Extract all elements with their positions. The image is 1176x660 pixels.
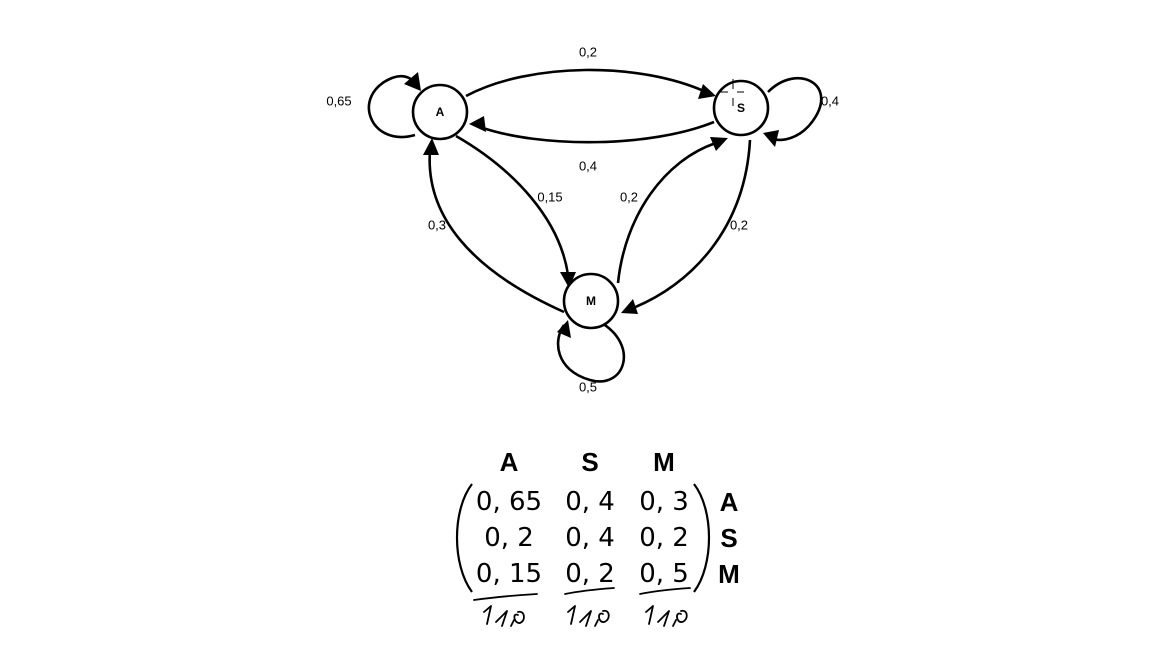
handwritten-sum xyxy=(567,605,610,627)
matrix-cell: 0, 3 xyxy=(639,487,689,517)
edge-label-a-a: 0,65 xyxy=(326,94,351,109)
arrowhead-m-s xyxy=(710,137,728,151)
edge-label-m-m: 0,5 xyxy=(579,380,597,395)
matrix-cell: 0, 4 xyxy=(565,523,615,553)
transition-matrix: A S M 0, 65 0, 4 0, 3 0, 2 0, 4 0, 2 0, … xyxy=(455,447,740,627)
arrowhead-s-s xyxy=(763,130,779,147)
sum-underline xyxy=(564,587,615,595)
node-m-label: M xyxy=(586,294,596,308)
matrix-col-header-a: A xyxy=(500,447,519,477)
node-a: A xyxy=(411,83,469,141)
node-a-circle xyxy=(411,83,469,141)
edge-label-a-s: 0,2 xyxy=(579,45,597,60)
arrowhead-s-a xyxy=(469,116,486,132)
edge-label-s-a: 0,4 xyxy=(579,159,597,174)
edge-label-s-m: 0,2 xyxy=(730,218,748,233)
arrowhead-a-s xyxy=(698,84,716,99)
matrix-right-bracket xyxy=(693,483,711,593)
handwritten-sum xyxy=(645,605,688,627)
node-s-circle xyxy=(712,79,770,137)
edge-label-s-s: 0,4 xyxy=(821,94,839,109)
arrowhead-m-a xyxy=(423,138,439,155)
edge-m-m xyxy=(556,320,626,383)
node-s-label: S xyxy=(737,101,745,115)
edge-s-s xyxy=(767,76,823,142)
sum-underline xyxy=(473,593,538,601)
arrowhead-a-a xyxy=(404,72,421,91)
matrix-cell: 0, 65 xyxy=(476,487,542,517)
matrix-row-header-m: M xyxy=(718,559,740,589)
matrix-row-header-a: A xyxy=(720,487,739,517)
edge-label-m-s: 0,2 xyxy=(620,190,638,205)
node-m: M xyxy=(562,272,620,330)
matrix-col-header-s: S xyxy=(581,447,598,477)
handwritten-sum xyxy=(483,605,525,627)
column-sum-2 xyxy=(564,587,615,627)
matrix-left-bracket xyxy=(455,483,473,593)
edge-s-m xyxy=(632,139,752,310)
matrix-cell: 0, 2 xyxy=(484,523,534,553)
arrowhead-a-m xyxy=(560,272,576,288)
arrowhead-s-m xyxy=(621,299,638,314)
edge-label-a-m: 0,15 xyxy=(537,190,562,205)
arrowhead-m-m xyxy=(557,320,571,338)
column-sum-1 xyxy=(473,593,538,627)
sum-underline xyxy=(639,587,691,595)
matrix-cell: 0, 2 xyxy=(565,559,615,589)
edge-m-a xyxy=(428,149,565,314)
node-s: S xyxy=(712,79,770,137)
column-sum-3 xyxy=(639,587,691,627)
matrix-cell: 0, 5 xyxy=(639,559,689,589)
edge-a-s xyxy=(465,68,707,98)
node-a-label: A xyxy=(436,105,445,119)
matrix-cell: 0, 4 xyxy=(565,487,615,517)
matrix-row-header-s: S xyxy=(720,523,737,553)
node-m-circle xyxy=(562,272,620,330)
matrix-cell: 0, 15 xyxy=(476,559,542,589)
edge-a-m xyxy=(455,134,570,276)
edge-m-s xyxy=(616,141,717,284)
edge-label-m-a: 0,3 xyxy=(428,218,446,233)
matrix-cell: 0, 2 xyxy=(639,523,689,553)
edge-s-a xyxy=(479,120,715,144)
crosshair-cursor-icon xyxy=(720,79,744,106)
matrix-col-header-m: M xyxy=(653,447,675,477)
